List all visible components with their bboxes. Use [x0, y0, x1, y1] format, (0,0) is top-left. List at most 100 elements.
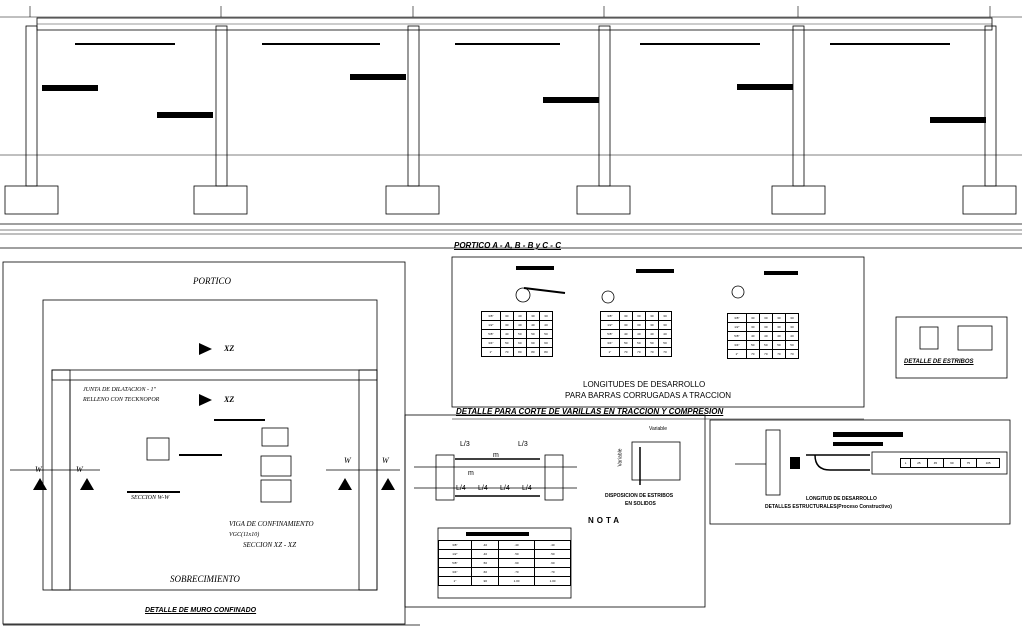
l4-label-a: L/4: [456, 485, 466, 492]
table-cell: 30: [657, 320, 673, 330]
longitud-desarrollo-label: LONGITUD DE DESARROLLO: [806, 496, 877, 502]
table-cell: 40: [525, 320, 540, 330]
table-cell: 70: [618, 347, 633, 357]
table-cell: L: [899, 458, 912, 468]
table-cell: 50: [499, 338, 514, 348]
table-cell: 70: [758, 349, 773, 359]
table-cell: 30: [771, 313, 786, 323]
longitudes-title: LONGITUDES DE DESARROLLO: [583, 380, 706, 389]
table-cell: 30: [784, 322, 800, 332]
table-cell: 3/8": [727, 313, 747, 323]
detalles-estructurales-label: DETALLES ESTRUCTURALES(Proceso Construct…: [765, 504, 892, 510]
table-cell: 3/8": [481, 311, 501, 321]
table-cell: 45: [926, 458, 945, 468]
table-cell: .60: [470, 567, 500, 577]
w-label-right-2: W: [382, 456, 389, 465]
l4-label-c: L/4: [500, 485, 510, 492]
table-cell: 1": [438, 576, 472, 586]
table-cell: 5/8": [481, 329, 501, 339]
table-cell: 30: [631, 320, 646, 330]
table-cell: 80: [512, 347, 527, 357]
portico-title: PORTICO A - A, B - B y C - C: [454, 241, 561, 250]
table-cell: 30: [499, 311, 514, 321]
table-cell: 50: [771, 340, 786, 350]
nota-label: NOTA: [588, 516, 623, 525]
table-cell: 50: [657, 338, 673, 348]
table-cell: 30: [538, 311, 554, 321]
table-row: 3/4".60.70.70: [438, 567, 571, 577]
table-cell: 30: [525, 311, 540, 321]
xz-label-mid: XZ: [224, 395, 235, 404]
table-cell: 40: [758, 331, 773, 341]
table-cell: 50: [644, 338, 659, 348]
table-cell: 40: [771, 331, 786, 341]
variable-label-1: Variable: [649, 426, 667, 432]
table-cell: 70: [657, 347, 673, 357]
seccion-ww: SECCION W-W: [131, 495, 170, 501]
viga-size: VGC(11x10): [229, 532, 260, 538]
table-cell: 30: [618, 320, 633, 330]
m-label-b: m: [468, 470, 474, 477]
table-cell: .40: [470, 540, 500, 550]
disposicion-label: DISPOSICION DE ESTRIBOS: [605, 493, 674, 499]
muro-title: DETALLE DE MURO CONFINADO: [145, 607, 257, 614]
table-cell: 1/2": [438, 549, 472, 559]
table-cell: 30: [631, 311, 646, 321]
table-cell: 30: [644, 320, 659, 330]
table-cell: 75: [959, 458, 978, 468]
table-cell: 80: [525, 347, 540, 357]
table-cell: 30: [784, 313, 800, 323]
table-cell: 60: [525, 338, 540, 348]
en-solidos-label: EN SOLIDOS: [625, 501, 656, 507]
table-cell: 60: [512, 338, 527, 348]
table-row: 5/8".50.60.60: [438, 558, 571, 568]
table-cell: 70: [784, 349, 800, 359]
table-cell: .70: [534, 567, 571, 577]
table-cell: 40: [618, 329, 633, 339]
table-cell: 5/8": [600, 329, 620, 339]
table-cell: 50: [618, 338, 633, 348]
table-cell: 30: [771, 322, 786, 332]
table-cell: 70: [631, 347, 646, 357]
table-cell: 30: [499, 320, 514, 330]
table-row: 3/8".40.40.40: [438, 540, 571, 550]
table-cell: 3/8": [438, 540, 472, 550]
m-label-a: m: [493, 452, 499, 459]
table-cell: 1/2": [727, 322, 747, 332]
table-cell: .50: [534, 549, 571, 559]
table-row: 1/2".40.50.50: [438, 549, 571, 559]
table-cell: 40: [512, 320, 527, 330]
table-cell: 40: [784, 331, 800, 341]
table-cell: 70: [771, 349, 786, 359]
table-cell: 3/4": [438, 567, 472, 577]
l4-label-d: L/4: [522, 485, 532, 492]
table-cell: 3/4": [727, 340, 747, 350]
table-cell: 25: [910, 458, 928, 468]
table-cell: 30: [618, 311, 633, 321]
table-cell: 3/4": [481, 338, 501, 348]
table-cell: 1/2": [600, 320, 620, 330]
table-cell: 30: [745, 313, 760, 323]
table-cell: 70: [499, 347, 514, 357]
w-label-right: W: [344, 456, 351, 465]
variable-label-2: Variable: [617, 448, 624, 467]
table-cell: 50: [745, 340, 760, 350]
table-cell: .70: [498, 567, 535, 577]
table-cell: 40: [644, 329, 659, 339]
